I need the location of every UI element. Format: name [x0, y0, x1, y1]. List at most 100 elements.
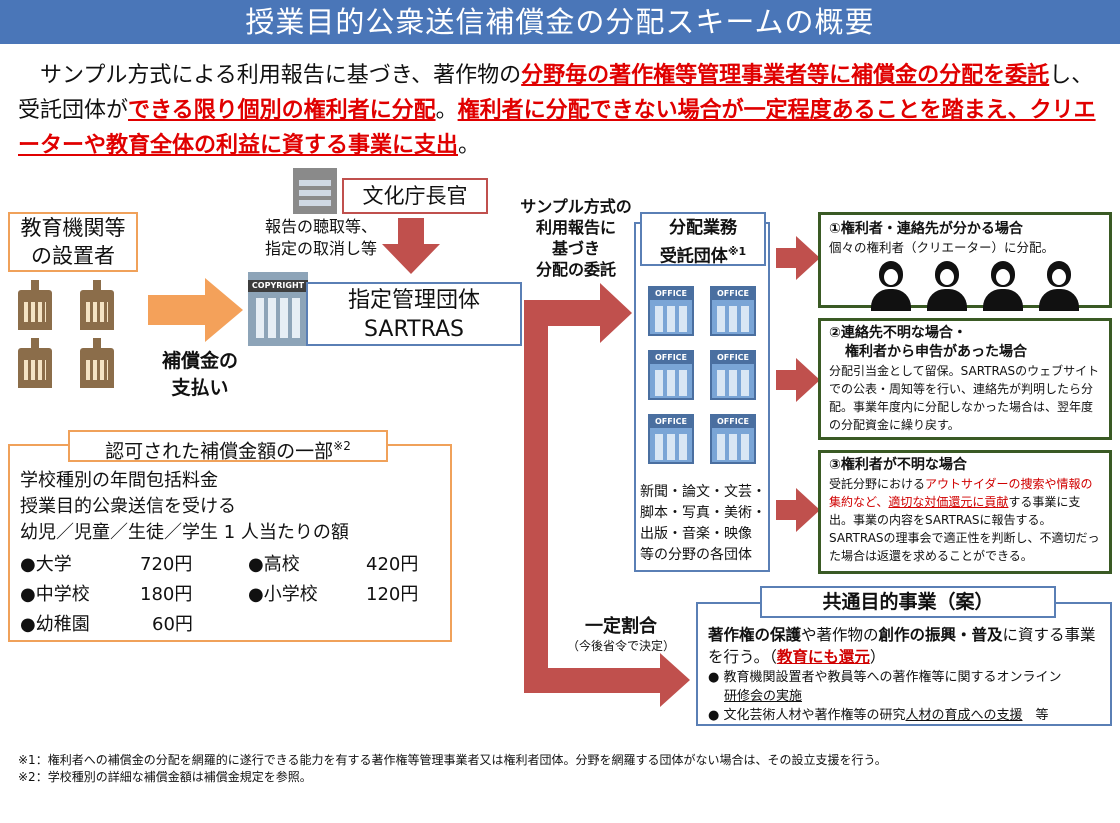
payment-line1: 補償金の [161, 350, 238, 372]
fee-desc2: 授業目的公衆送信を受ける [20, 496, 236, 517]
fee-box [8, 444, 452, 642]
school-building-icon [18, 338, 52, 388]
common-bullet1b: 研修会の実施 [724, 689, 803, 704]
fee-desc1: 学校種別の年間包括料金 [20, 470, 218, 491]
sample-line3: 基づき [551, 239, 600, 258]
common-t3: 創作の振興・普及 [878, 626, 1003, 644]
school-building-icon [80, 338, 114, 388]
case3-b3: 適切な対価還元に貢献 [888, 495, 1009, 509]
case1-title: ①権利者・連絡先が分かる場合 [829, 221, 1023, 237]
office-label: OFFICE [712, 416, 754, 428]
case3-box: ③権利者が不明な場合 受託分野におけるアウトサイダーの捜索や情報の集約など、適切… [818, 450, 1112, 574]
intro-p2: し、受託団体が [18, 63, 1094, 123]
case3-title: ③権利者が不明な場合 [829, 457, 967, 473]
agency-down-arrow [382, 218, 440, 274]
office-label: OFFICE [650, 416, 692, 428]
common-bullet1a: ● 教育機関設置者や教員等への著作権等に関するオンライン [708, 670, 1062, 685]
common-bullet2: ● 文化芸術人材や著作権等の研究人材の育成への支援 等 [708, 706, 1100, 725]
fee-item-price: 180円 [140, 584, 193, 605]
agency-note2: 指定の取消し等 [264, 239, 377, 258]
creator-icon [927, 261, 967, 311]
case2-arrow [776, 358, 820, 402]
contractor-title-sup: ※1 [727, 245, 747, 258]
common-bullet2a: ● 文化芸術人材や著作権等の研究 [708, 708, 906, 723]
contractor-fields: 新聞・論文・文芸・ 脚本・写真・美術・ 出版・音楽・映像 等の分野の各団体 [640, 482, 768, 566]
intro-r3: 権利者に分配できない場合が一定程度あることを踏まえ、クリエーターや教育全体の利益… [18, 98, 1096, 158]
common-t4: に資する事業を行う。（ [708, 626, 1096, 666]
sartras-line1: 指定管理団体 [347, 288, 480, 313]
footnote-1: ※1：権利者への補償金の分配を網羅的に遂行できる能力を有する著作権等管理事業者又… [18, 753, 887, 767]
office-icon: OFFICE [710, 286, 756, 336]
case3-b1: 受託分野における [829, 477, 926, 491]
case3-b2: アウトサイダーの捜索や情報の集約など、 [829, 477, 1093, 509]
school-building-icon [80, 280, 114, 330]
case1-arrow [776, 236, 820, 280]
intro-p3: 。 [435, 98, 458, 123]
fee-item-price: 720円 [140, 554, 193, 575]
intro-text: サンプル方式による利用報告に基づき、著作物の分野毎の著作権等管理事業者等に補償金… [18, 58, 1108, 163]
share-sub: （今後省令で決定） [566, 639, 675, 653]
common-t6: ） [869, 648, 886, 666]
contractor-title2: 受託団体 [659, 246, 728, 267]
fee-box-title: 認可された補償金額の一部※2 [68, 430, 388, 462]
intro-r1: 分野毎の著作権等管理事業者等に補償金の分配を委託 [521, 63, 1050, 88]
case1-box: ①権利者・連絡先が分かる場合 個々の権利者（クリエーター）に分配。 [818, 212, 1112, 311]
agency-building-icon [293, 168, 337, 214]
fee-item-name: ●大学 [20, 554, 72, 575]
office-label: OFFICE [650, 288, 692, 300]
case2-body: 分配引当金として留保。SARTRASのウェブサイトでの公表・周知等を行い、連絡先… [829, 364, 1100, 432]
common-bullet2c: 等 [1035, 708, 1049, 723]
case2-title1: ②連絡先不明な場合・ [829, 325, 967, 341]
fee-item-price: 420円 [366, 554, 419, 575]
fee-item-name: ●高校 [248, 554, 300, 575]
case3-arrow [776, 488, 820, 532]
office-label: OFFICE [712, 352, 754, 364]
contractor-fields2: 脚本・写真・美術・ [640, 505, 766, 521]
sample-line4: 分配の委託 [535, 260, 616, 279]
sample-label: サンプル方式の 利用報告に 基づき 分配の委託 [508, 196, 644, 280]
installer-box: 教育機関等 の設置者 [8, 212, 138, 272]
office-icon: OFFICE [648, 286, 694, 336]
creator-icon [983, 261, 1023, 311]
fee-item-name: ●小学校 [248, 584, 318, 605]
fee-list: ●大学 720円 ●高校 420円 ●中学校 180円 ●小学校 120円 ●幼… [20, 550, 440, 640]
agency-note: 報告の聴取等、 指定の取消し等 [246, 216, 396, 260]
payment-line2: 支払い [171, 377, 229, 399]
office-icon: OFFICE [648, 414, 694, 464]
creator-icon [871, 261, 911, 311]
intro-r2: できる限り個別の権利者に分配 [128, 98, 436, 123]
case2-box: ②連絡先不明な場合・ 権利者から申告があった場合 分配引当金として留保。SART… [818, 318, 1112, 440]
payment-label: 補償金の 支払い [150, 348, 250, 402]
installer-line2: の設置者 [31, 244, 115, 268]
fee-item-price: 60円 [152, 614, 193, 635]
common-box: 著作権の保護や著作物の創作の振興・普及に資する事業を行う。（教育にも還元） ● … [696, 602, 1112, 726]
common-t2: や著作物の [801, 626, 879, 644]
fee-item-name: ●中学校 [20, 584, 90, 605]
sample-line2: 利用報告に [535, 218, 616, 237]
case3-b4: する事業に支出。事業の内容をSARTRASに報告する。SARTRASの理事会で適… [829, 495, 1100, 563]
intro-p1: サンプル方式による利用報告に基づき、著作物の [40, 63, 522, 88]
sartras-line2: SARTRAS [364, 317, 464, 342]
office-icon: OFFICE [710, 414, 756, 464]
office-icon: OFFICE [710, 350, 756, 400]
page-title: 授業目的公衆送信補償金の分配スキームの概要 [0, 0, 1120, 44]
school-building-icon [18, 280, 52, 330]
footnote-2: ※2：学校種別の詳細な補償金額は補償金規定を参照。 [18, 770, 312, 784]
case3-body: 受託分野におけるアウトサイダーの捜索や情報の集約など、適切な対価還元に貢献する事… [829, 475, 1101, 565]
case2-title2: 権利者から申告があった場合 [845, 344, 1027, 360]
fee-title-text: 認可された補償金額の一部 [105, 440, 334, 463]
fee-desc3: 幼児／児童／生徒／学生 1 人当たりの額 [20, 522, 349, 543]
common-bullet1: ● 教育機関設置者や教員等への著作権等に関するオンライン研修会の実施 [708, 668, 1100, 706]
payment-arrow [148, 278, 243, 342]
fee-title-sup: ※2 [333, 439, 351, 453]
contractor-fields1: 新聞・論文・文芸・ [640, 484, 766, 500]
common-t5: 教育にも還元 [776, 648, 870, 666]
share-label: 一定割合 [585, 616, 657, 637]
fee-item-price: 120円 [366, 584, 419, 605]
contractor-fields3: 出版・音楽・映像 [640, 526, 752, 542]
fee-item-name: ●幼稚園 [20, 614, 90, 635]
case1-body: 個々の権利者（クリエーター）に分配。 [829, 240, 1055, 255]
agency-box: 文化庁長官 [342, 178, 488, 214]
common-bullet2b: 人材の育成への支援 [905, 708, 1023, 723]
